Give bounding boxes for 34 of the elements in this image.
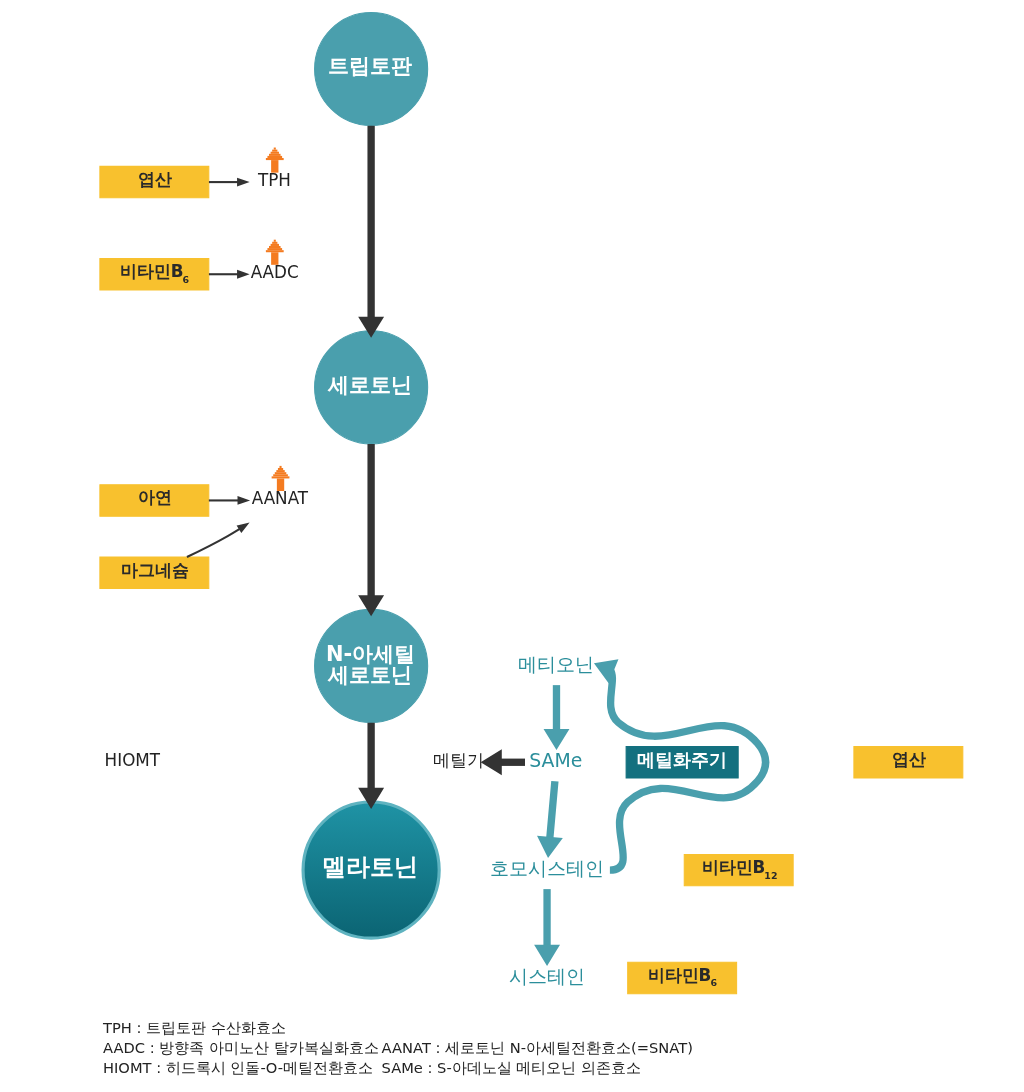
node-box: 엽산 [852, 746, 963, 779]
node-label: AADC [250, 262, 299, 283]
node-box: 비타민B$_{6}$ [626, 961, 737, 995]
node-circle: N-아세틸 세로토닌 [313, 608, 428, 723]
arrow [357, 722, 384, 810]
arrow [208, 177, 250, 187]
node-circle: 멜라토닌 [301, 800, 441, 940]
label: SAMe : S-아데노실 메티오닌 의존효소 [381, 1058, 641, 1076]
arrow [186, 522, 250, 558]
node-box: 아연 [98, 484, 209, 517]
node-box: 메틸화주기 [625, 746, 739, 779]
node-text: SAMe [528, 749, 582, 771]
node-text: 호모시스테인 [489, 857, 604, 879]
node-text: 시스테인 [508, 965, 585, 987]
node-label: AANAT [251, 488, 308, 509]
node-circle: 세로토닌 [313, 330, 428, 445]
node-label: TPH [257, 170, 291, 191]
node-text: HIOMT [104, 750, 160, 771]
arrow [208, 269, 250, 279]
node-box: 비타민B$_{6}$ [98, 258, 209, 291]
arrow [357, 444, 384, 617]
node-box: 엽산 [98, 165, 209, 199]
label: TPH : 트립토판 수산화효소 [102, 1019, 286, 1037]
arrow [536, 780, 563, 859]
label: AADC : 방향족 아미노산 탈카복실화효소 [102, 1039, 379, 1057]
node-text: 메티오닌 [517, 653, 594, 675]
node-box: 비타민B$_{12}$ [683, 853, 794, 887]
node-text: 메틸기 [432, 750, 484, 771]
node-circle: 트립토판 [313, 11, 428, 127]
arrow [357, 125, 384, 338]
node-box: 마그네슘 [98, 556, 209, 589]
arrow [208, 496, 250, 505]
label: HIOMT : 히드록시 인돌-O-메틸전환효소 [102, 1058, 373, 1076]
label: AANAT : 세로토닌 N-아세틸전환효소(=SNAT) [381, 1039, 693, 1057]
